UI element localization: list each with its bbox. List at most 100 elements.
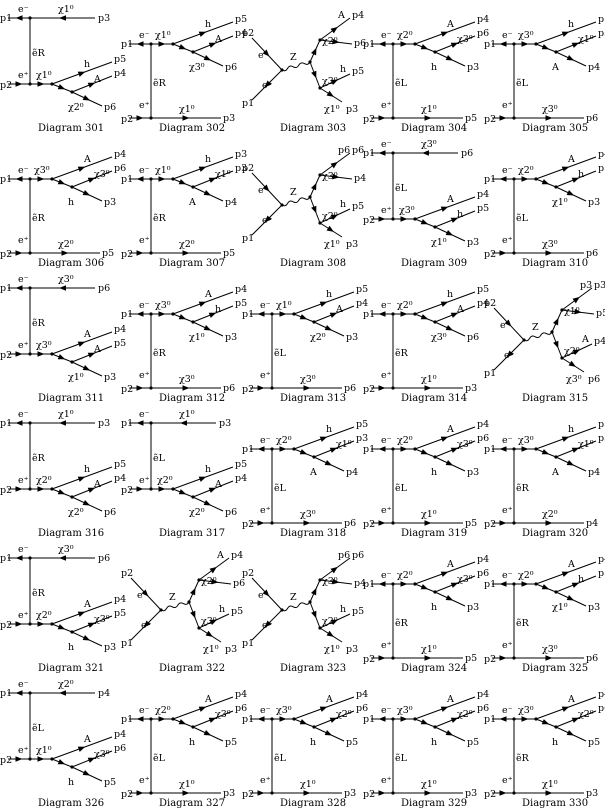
arrow-marker <box>77 746 86 752</box>
arrow-marker <box>445 54 454 61</box>
particle-label: A <box>446 559 454 570</box>
particle-label: p1 <box>363 714 375 725</box>
arrow-marker <box>566 54 575 61</box>
particle-label: χ1⁰ <box>421 644 437 655</box>
particle-label: χ2⁰ <box>68 507 84 518</box>
particle-label: ẽR <box>32 588 46 599</box>
arrow-marker <box>82 189 91 196</box>
arrow-marker <box>499 655 507 661</box>
particle-label: p2 <box>484 654 496 665</box>
particle-label: e⁺ <box>502 775 513 786</box>
arrow-marker <box>37 351 45 357</box>
particle-label: e⁻ <box>258 590 269 601</box>
arrow-marker <box>561 571 570 577</box>
particle-label: e⁻ <box>381 705 392 716</box>
particle-label: p2 <box>242 384 254 395</box>
particle-label: p3 <box>104 372 116 383</box>
arrow-marker <box>571 42 580 48</box>
particle-label: e⁻ <box>381 300 392 311</box>
arrow-marker <box>541 719 550 725</box>
arrow-marker <box>37 176 45 182</box>
particle-label: h <box>310 737 316 748</box>
arrow-marker <box>57 624 66 630</box>
particle-label: p5 <box>104 777 116 788</box>
particle-label: p6 <box>104 507 116 518</box>
particle-label: Z <box>290 592 297 603</box>
particle-label: p4 <box>594 336 605 347</box>
particle-label: p4 <box>354 173 366 184</box>
particle-label: p5 <box>477 284 489 295</box>
particle-label: h <box>431 62 437 73</box>
arrow-marker <box>311 205 317 214</box>
arrow-marker <box>77 611 86 617</box>
diagram-caption: Diagram 309 <box>401 258 467 269</box>
particle-label: p3 <box>104 642 116 653</box>
particle-label: Z <box>290 52 297 63</box>
particle-label: p6 <box>338 550 350 561</box>
arrow-marker <box>257 446 265 452</box>
particle-label: p4 <box>225 197 237 208</box>
particle-label: p2 <box>363 519 375 530</box>
particle-label: χ1⁰ <box>215 169 231 180</box>
arrow-marker <box>136 250 144 256</box>
particle-label: h <box>205 19 211 30</box>
particle-label: h <box>205 154 211 165</box>
arrow-marker <box>37 486 45 492</box>
particle-label: χ3⁰ <box>276 705 292 716</box>
particle-label: χ3⁰ <box>431 332 447 343</box>
particle-label: p5 <box>477 203 489 214</box>
particle-label: p3 <box>235 163 247 174</box>
arrow-marker <box>209 566 217 574</box>
arrow-marker <box>15 486 23 492</box>
arrow-marker <box>400 41 408 47</box>
diagram-caption: Diagram 306 <box>38 258 104 269</box>
particle-label: h <box>340 64 346 75</box>
particle-label: p2 <box>484 249 496 260</box>
particle-label: p6 <box>114 743 126 754</box>
particle-label: A <box>325 694 333 705</box>
arrow-marker <box>37 621 45 627</box>
arrow-marker <box>450 217 459 223</box>
particle-label: p2 <box>0 755 12 766</box>
particle-label: χ1⁰ <box>155 165 171 176</box>
diagram-caption: Diagram 325 <box>522 663 588 674</box>
particle-label: h <box>189 737 195 748</box>
particle-label: e⁻ <box>381 435 392 446</box>
particle-label: χ1⁰ <box>58 409 74 420</box>
particle-label: p3 <box>465 383 477 394</box>
particle-label: p4 <box>114 324 126 335</box>
particle-label: h <box>568 19 574 30</box>
arrow-marker <box>279 311 287 317</box>
particle-label: χ2⁰ <box>518 165 534 176</box>
particle-label: h <box>68 642 74 653</box>
particle-label: e⁻ <box>139 705 150 716</box>
particle-label: ẽL <box>274 483 287 494</box>
particle-label: h <box>68 777 74 788</box>
particle-label: χ3⁰ <box>179 374 195 385</box>
particle-label: h <box>447 289 453 300</box>
particle-label: p3 <box>467 602 479 613</box>
diagram-caption: Diagram 319 <box>401 528 467 539</box>
arrow-marker <box>445 459 454 466</box>
arrow-marker <box>203 189 212 196</box>
arrow-marker <box>299 449 308 455</box>
particle-label: p5 <box>467 737 479 748</box>
particle-label: e⁻ <box>502 705 513 716</box>
particle-label: p4 <box>477 554 489 565</box>
particle-label: ẽR <box>153 348 167 359</box>
arrow-marker <box>499 446 507 452</box>
particle-label: ẽL <box>516 213 529 224</box>
particle-label: p2 <box>484 789 496 800</box>
particle-label: p6 <box>477 28 489 39</box>
arrow-marker <box>420 314 429 320</box>
particle-label: ẽL <box>516 78 529 89</box>
particle-label: χ2⁰ <box>397 570 413 581</box>
particle-label: e⁻ <box>139 409 150 420</box>
particle-label: p3 <box>219 418 231 429</box>
particle-label: e⁺ <box>381 640 392 651</box>
particle-label: h <box>552 737 558 748</box>
particle-label: χ1⁰ <box>324 104 340 115</box>
